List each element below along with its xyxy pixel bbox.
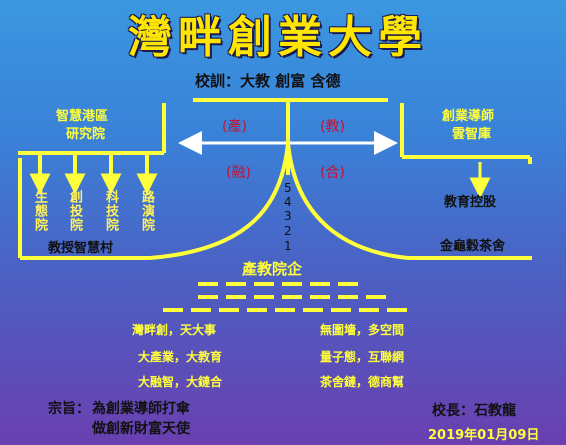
- center-label: 產教院企: [242, 260, 303, 278]
- branch-label: 創投院: [67, 190, 82, 232]
- president: 校長：石教龍: [432, 403, 516, 419]
- left-header-line1: 智慧港區: [56, 109, 109, 124]
- slogan-left: 大產業，大教育: [138, 350, 223, 364]
- label-jiao: (教): [320, 119, 345, 135]
- branch-label: 路演院: [139, 190, 154, 232]
- label-rong: (融): [226, 165, 251, 181]
- right-footer-label: 金龜穀茶舍: [440, 239, 506, 254]
- right-header-line2: 雲智庫: [452, 127, 492, 142]
- right-mid-label: 教育控股: [444, 195, 497, 210]
- stage-number: 1: [284, 239, 292, 253]
- stage-number: 3: [284, 209, 292, 223]
- slogan-right: 茶舍鏈，德商幫: [320, 375, 405, 389]
- page-title: 灣畔創業大學: [128, 12, 428, 63]
- branch-label: 科技院: [103, 190, 118, 232]
- motto: 校訓：大教 創富 含德: [195, 72, 341, 90]
- purpose-line2: 做創新財富天使: [92, 421, 190, 437]
- left-header-line2: 研究院: [66, 127, 106, 142]
- label-chan: (產): [222, 119, 247, 135]
- purpose-line1: 為創業導師打傘: [92, 401, 190, 417]
- stage-number: 2: [284, 224, 292, 238]
- left-curve: [149, 142, 290, 260]
- date: 2019年01月09日: [428, 428, 540, 443]
- stage-number: 5: [284, 181, 292, 195]
- branch-label: 生態院: [32, 190, 47, 232]
- slogan-left: 灣畔創，天大事: [132, 323, 217, 337]
- stage-number: 4: [284, 195, 292, 209]
- left-footer-label: 教授智慧村: [48, 241, 114, 256]
- slogan-right: 量子態，互聯網: [320, 350, 405, 364]
- purpose-label: 宗旨：: [48, 401, 90, 417]
- right-curve: [286, 142, 409, 260]
- label-he: (合): [320, 165, 345, 181]
- right-header-line1: 創業導師: [442, 109, 495, 124]
- dash-pyramid: [163, 282, 407, 312]
- slogan-left: 大融智，大鏈合: [138, 375, 223, 389]
- slogan-right: 無圍墻，多空間: [320, 323, 405, 337]
